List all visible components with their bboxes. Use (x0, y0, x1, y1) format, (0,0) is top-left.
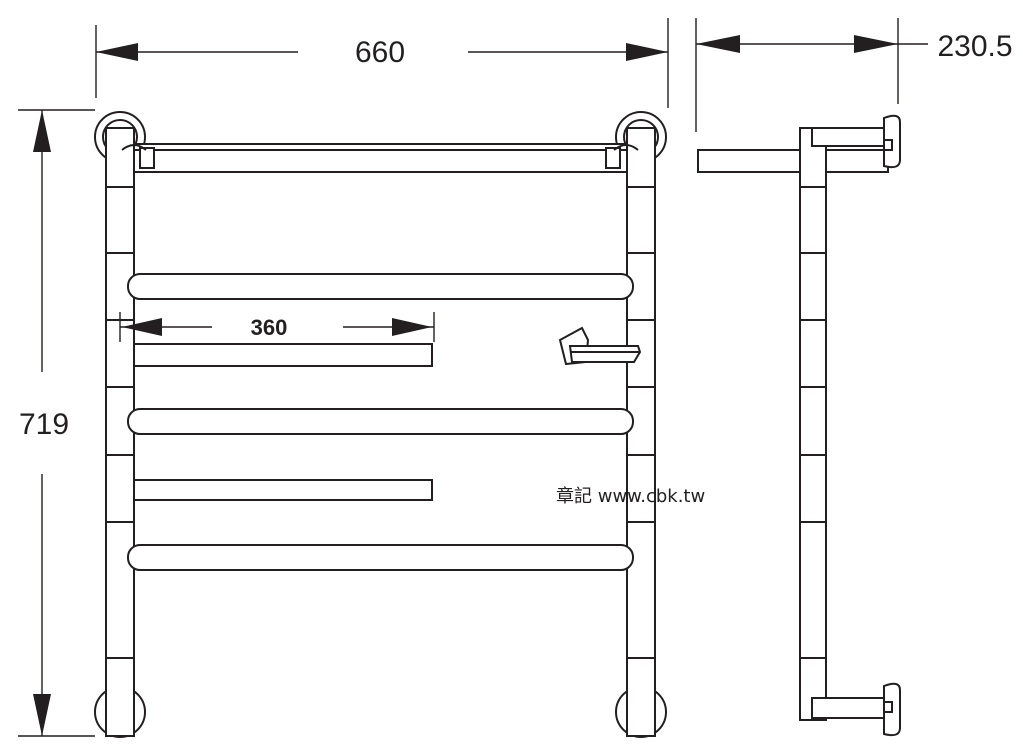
right-post (626, 127, 656, 737)
front-view: 660 719 (18, 18, 669, 738)
depth-dimension-label: 230.5 (937, 30, 1012, 63)
side-post (799, 127, 827, 721)
horizontal-bars (127, 273, 634, 571)
wall-mounts (94, 111, 667, 738)
width-dimension-label: 660 (355, 36, 405, 69)
bar-length-dimension-label: 360 (251, 315, 288, 340)
watermark-text: 章記 www.cbk.tw (556, 486, 705, 507)
height-dimension-label: 719 (19, 408, 69, 441)
side-top-bracket (811, 114, 901, 173)
accessory-clip (558, 326, 642, 366)
side-view: 230.5 (695, 18, 1013, 737)
left-post (105, 127, 135, 737)
top-shelf (121, 143, 639, 173)
depth-dimension: 230.5 (695, 18, 1013, 132)
swing-arms (134, 343, 433, 501)
bar-length-dimension: 360 (119, 312, 435, 342)
width-dimension: 660 (95, 18, 669, 108)
side-bottom-bracket (811, 682, 901, 737)
height-dimension: 719 (18, 109, 95, 737)
